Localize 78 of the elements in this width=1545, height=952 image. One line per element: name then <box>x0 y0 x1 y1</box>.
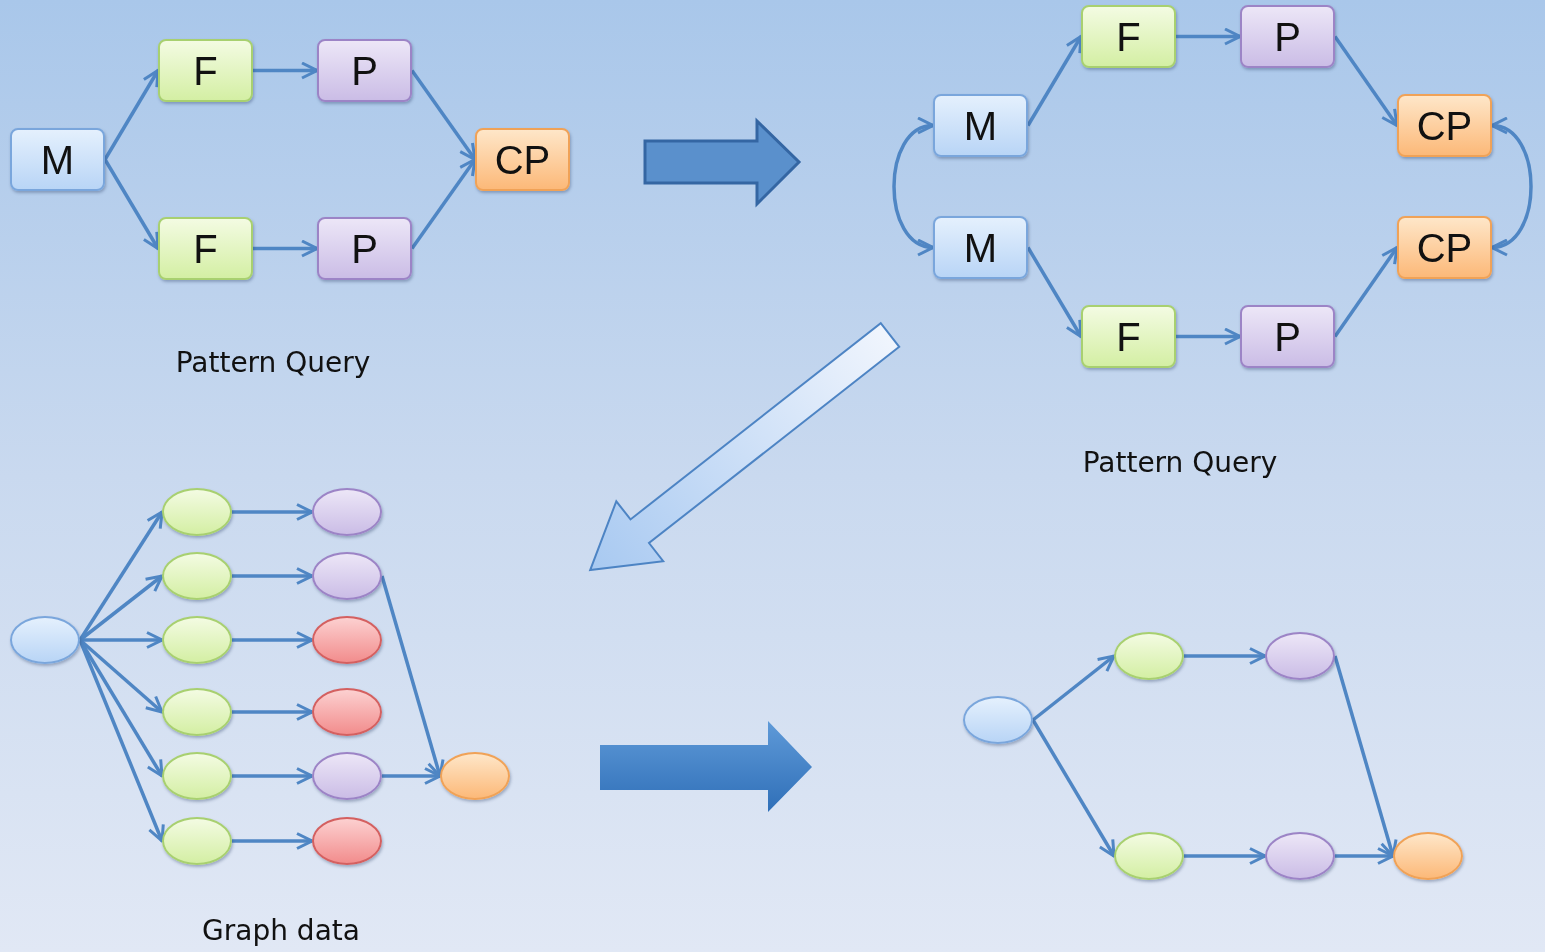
process-box <box>933 94 1028 157</box>
arrow <box>1031 719 1116 858</box>
process-box <box>1081 305 1176 368</box>
ellipse-node <box>1265 832 1335 880</box>
arrow <box>232 703 314 721</box>
caption: Pattern Query <box>175 345 371 379</box>
process-box <box>317 217 412 280</box>
process-box <box>1397 94 1492 157</box>
node-label: M <box>40 139 75 180</box>
ellipse-node <box>162 616 232 664</box>
caption: Graph data <box>202 913 360 947</box>
arrow <box>103 158 160 250</box>
caption: Pattern Query <box>1082 445 1278 479</box>
arrow <box>103 69 160 161</box>
process-box <box>1397 216 1492 279</box>
arrow <box>1176 27 1242 46</box>
ellipse-node <box>162 552 232 600</box>
ellipse-node <box>1114 832 1184 880</box>
arrow <box>253 239 319 258</box>
arrow <box>80 631 164 649</box>
arrow <box>232 567 314 585</box>
node-label: P <box>351 50 378 91</box>
arrow <box>1184 847 1267 865</box>
arrow <box>232 503 314 521</box>
arrow <box>1490 119 1533 254</box>
node-label: F <box>1116 316 1141 357</box>
node-label: P <box>351 228 378 269</box>
node-label: P <box>1274 16 1301 57</box>
node-label: M <box>963 105 998 146</box>
ellipse-node <box>312 488 382 536</box>
process-box <box>317 39 412 102</box>
ellipse-node <box>963 696 1033 744</box>
ellipse-node <box>312 752 382 800</box>
ellipse-node <box>162 488 232 536</box>
process-box <box>933 216 1028 279</box>
arrow <box>253 61 319 80</box>
arrow <box>232 631 314 649</box>
node-label: F <box>1116 16 1141 57</box>
arrow <box>892 119 935 254</box>
arrow <box>1335 847 1395 865</box>
ellipse-node <box>162 752 232 800</box>
process-box <box>1081 5 1176 68</box>
ellipse-node <box>440 752 510 800</box>
arrow <box>1176 327 1242 346</box>
ellipse-node <box>312 616 382 664</box>
arrow <box>1333 246 1399 338</box>
node-label: CP <box>1416 105 1473 146</box>
process-box <box>10 128 105 191</box>
process-box <box>158 217 253 280</box>
ellipse-node <box>1393 832 1463 880</box>
process-box <box>1240 5 1335 68</box>
ellipse-node <box>162 688 232 736</box>
arrow <box>382 767 442 785</box>
arrow <box>232 832 314 850</box>
process-box <box>1240 305 1335 368</box>
ellipse-node <box>1114 632 1184 680</box>
ellipse-node <box>10 616 80 664</box>
ellipse-node <box>162 817 232 865</box>
node-label: F <box>193 50 218 91</box>
ellipse-node <box>1265 632 1335 680</box>
process-box <box>475 128 570 191</box>
node-label: F <box>193 228 218 269</box>
arrow <box>1184 647 1267 665</box>
arrow <box>410 69 477 161</box>
arrow <box>410 158 477 250</box>
node-label: M <box>963 227 998 268</box>
process-box <box>158 39 253 102</box>
arrow <box>1333 35 1399 127</box>
arrow <box>232 767 314 785</box>
node-label: CP <box>494 139 551 180</box>
arrow <box>1026 35 1083 127</box>
arrow <box>1031 654 1116 722</box>
node-label: P <box>1274 316 1301 357</box>
arrow <box>1026 246 1083 338</box>
node-label: CP <box>1416 227 1473 268</box>
ellipse-node <box>312 552 382 600</box>
ellipse-node <box>312 688 382 736</box>
ellipse-node <box>312 817 382 865</box>
